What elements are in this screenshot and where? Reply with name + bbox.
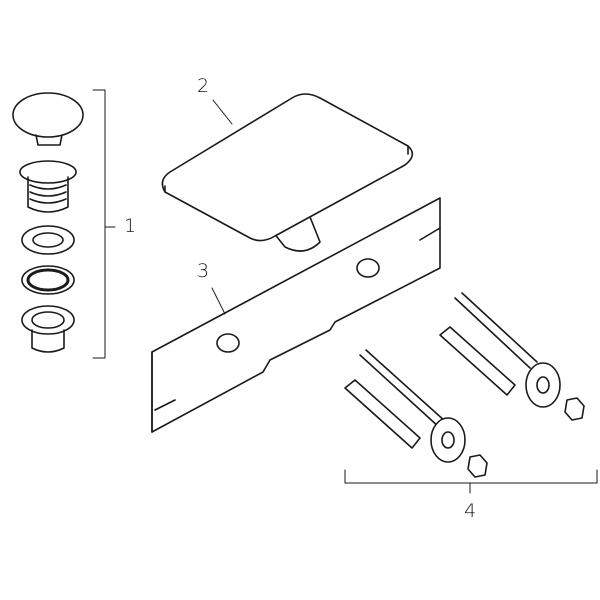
drain-assembly xyxy=(12,92,84,353)
fixing-set xyxy=(344,292,585,478)
cover-plate xyxy=(161,93,414,252)
part-label-1: 1 xyxy=(124,215,137,237)
part-label-2: 2 xyxy=(197,75,210,97)
bracket-4 xyxy=(344,469,598,494)
part-label-4: 4 xyxy=(464,500,477,522)
bracket-1 xyxy=(92,89,116,359)
part-label-3: 3 xyxy=(197,260,210,282)
mounting-plate xyxy=(151,197,441,433)
